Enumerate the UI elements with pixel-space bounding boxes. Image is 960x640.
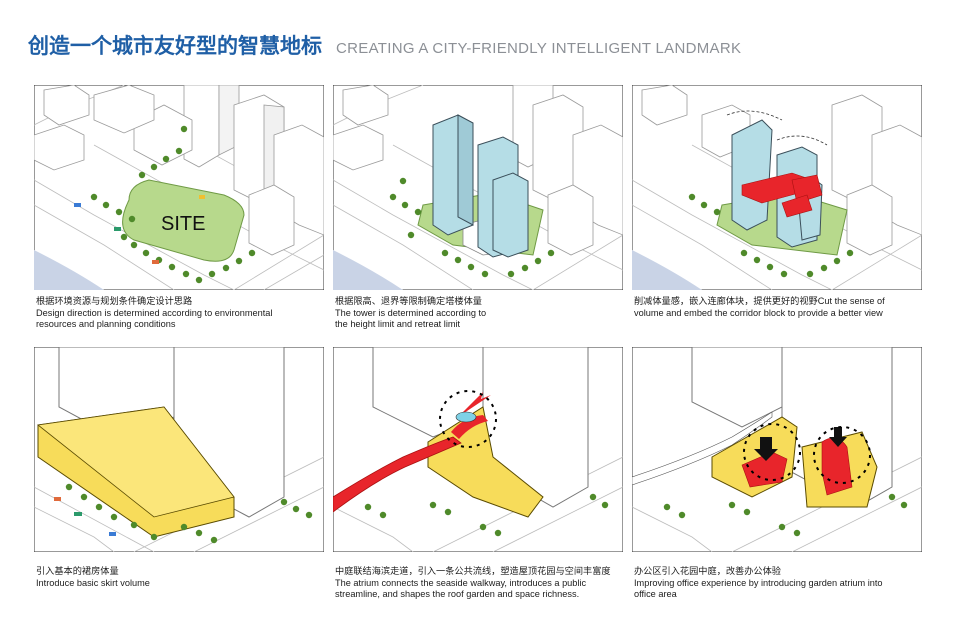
caption-en-line: streamline, and shapes the roof garden a… bbox=[335, 589, 580, 599]
caption-en-line: Introduce basic skirt volume bbox=[36, 577, 150, 588]
podium-diagram bbox=[34, 347, 324, 552]
caption-en-line: Design direction is determined according… bbox=[36, 307, 273, 318]
caption-en-line: volume and embed the corridor block to p… bbox=[634, 307, 883, 318]
caption-en-line: Improving office experience by introduci… bbox=[634, 577, 883, 588]
caption-site-analysis: 根据环境资源与规划条件确定设计思路 Design direction is de… bbox=[36, 296, 328, 331]
caption-en-line: the height limit and retreat limit bbox=[335, 319, 461, 329]
caption-atrium-walkway: 中庭联结海滨走道，引入一条公共流线，塑造屋顶花园与空间丰富度 The atriu… bbox=[335, 566, 627, 601]
atrium-diagram bbox=[333, 347, 623, 552]
corridor-diagram bbox=[632, 85, 922, 290]
page-title-en: CREATING A CITY-FRIENDLY INTELLIGENT LAN… bbox=[336, 40, 742, 57]
caption-cn: 根据环境资源与规划条件确定设计思路 bbox=[36, 296, 193, 306]
caption-cn: 办公区引入花园中庭，改善办公体验 bbox=[634, 566, 781, 576]
tower-diagram bbox=[333, 85, 623, 290]
caption-tower-volume: 根据限高、退界等限制确定塔楼体量 The tower is determined… bbox=[335, 296, 627, 331]
panel-corridor-cut bbox=[632, 85, 922, 290]
panel-site-analysis: SITE bbox=[34, 85, 324, 290]
caption-cn: 根据限高、退界等限制确定塔楼体量 bbox=[335, 296, 482, 306]
caption-cn: 引入基本的裙房体量 bbox=[36, 566, 119, 576]
caption-en-line: The atrium connects the seaside walkway,… bbox=[335, 577, 587, 588]
caption-en-line: resources and planning conditions bbox=[36, 319, 176, 329]
page-title-cn: 创造一个城市友好型的智慧地标 bbox=[28, 34, 322, 58]
panel-atrium-walkway bbox=[333, 347, 623, 552]
page-header: 创造一个城市友好型的智慧地标 CREATING A CITY-FRIENDLY … bbox=[28, 30, 741, 60]
panel-podium-volume bbox=[34, 347, 324, 552]
panel-tower-volume bbox=[333, 85, 623, 290]
caption-cn: 中庭联结海滨走道，引入一条公共流线，塑造屋顶花园与空间丰富度 bbox=[335, 566, 611, 576]
site-label: SITE bbox=[161, 213, 205, 235]
caption-corridor-cut: 削减体量感，嵌入连廊体块，提供更好的视野Cut the sense of vol… bbox=[634, 296, 926, 319]
site-diagram: SITE bbox=[34, 85, 324, 290]
panel-garden-atrium bbox=[632, 347, 922, 552]
caption-en-line: office area bbox=[634, 589, 677, 599]
caption-cn: 削减体量感，嵌入连廊体块，提供更好的视野Cut the sense of bbox=[634, 296, 885, 306]
garden-atrium-diagram bbox=[632, 347, 922, 552]
caption-garden-atrium: 办公区引入花园中庭，改善办公体验 Improving office experi… bbox=[634, 566, 926, 601]
caption-en-line: The tower is determined according to bbox=[335, 307, 487, 318]
caption-podium-volume: 引入基本的裙房体量 Introduce basic skirt volume bbox=[36, 566, 328, 589]
